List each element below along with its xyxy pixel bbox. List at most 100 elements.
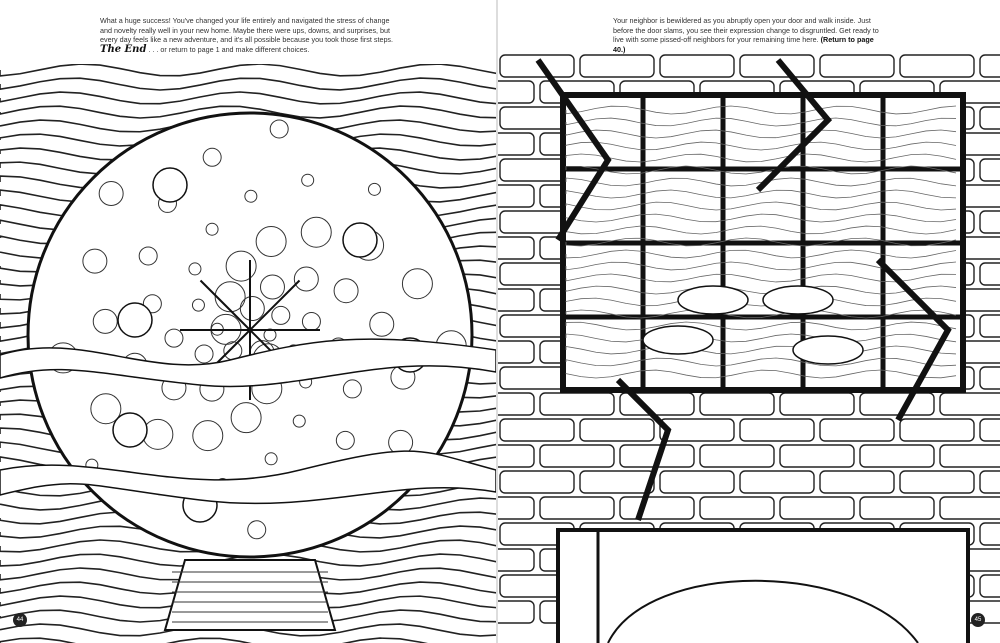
wavy-wallpaper — [565, 237, 957, 247]
brick — [499, 418, 575, 442]
brick — [498, 80, 535, 104]
brick — [498, 548, 535, 572]
brick — [579, 54, 655, 78]
brick — [499, 470, 575, 494]
brick — [979, 470, 1000, 494]
doodle — [214, 281, 246, 313]
doodle — [369, 311, 395, 337]
doodle — [367, 182, 381, 196]
brick — [659, 418, 735, 442]
brick — [699, 496, 775, 520]
ending-text: . . . or return to page 1 and make diffe… — [148, 44, 310, 54]
brick — [979, 106, 1000, 130]
crystal-ball-illustration — [0, 0, 496, 643]
brick — [498, 184, 535, 208]
doodle — [82, 248, 108, 274]
brick — [819, 470, 895, 494]
return-to-page-link[interactable]: (Return to page 40.) — [613, 35, 874, 54]
text-area — [498, 0, 1000, 52]
wavy-wallpaper — [565, 309, 957, 319]
brick — [939, 392, 1000, 416]
smiley-face — [117, 302, 153, 338]
brick — [779, 444, 855, 468]
drum — [762, 285, 834, 315]
brick — [739, 418, 815, 442]
wavy-wallpaper — [565, 357, 957, 367]
drum — [792, 335, 864, 365]
brick — [859, 444, 935, 468]
brick — [498, 392, 535, 416]
brick — [859, 392, 935, 416]
brick — [979, 418, 1000, 442]
doodle — [247, 520, 267, 540]
wavy-wallpaper — [565, 273, 957, 283]
doodle — [188, 262, 202, 276]
wavy-wallpaper — [565, 129, 957, 139]
brick — [539, 392, 615, 416]
doodle — [293, 266, 319, 292]
brick — [939, 444, 1000, 468]
brick — [979, 158, 1000, 182]
text-area — [0, 0, 496, 64]
wavy-wallpaper — [565, 165, 957, 175]
doodle — [194, 344, 214, 364]
brick-wall-window-illustration — [498, 0, 1000, 643]
wavy-wallpaper — [565, 369, 957, 379]
wavy-wallpaper — [565, 249, 957, 259]
wavy-wallpaper — [565, 117, 957, 127]
doodle — [401, 268, 433, 300]
left-body-text: What a huge success! You've changed your… — [100, 16, 400, 54]
lightning-bolt — [755, 58, 833, 193]
brick — [498, 600, 535, 624]
brick — [979, 314, 1000, 338]
doodle — [98, 181, 124, 207]
doodle — [342, 379, 362, 399]
brick — [979, 574, 1000, 598]
doodle — [92, 308, 118, 334]
wavy-wallpaper — [565, 225, 957, 235]
doodle — [301, 173, 315, 187]
doodle — [300, 216, 332, 248]
doodle — [138, 246, 158, 266]
smiley-face — [342, 222, 378, 258]
brick — [498, 132, 535, 156]
right-body-text: Your neighbor is bewildered as you abrup… — [613, 16, 888, 54]
wavy-wallpaper — [565, 189, 957, 199]
wavy-wallpaper — [565, 201, 957, 211]
smoke-wisp — [0, 338, 496, 388]
rainbow-arch — [607, 579, 919, 643]
doodle — [292, 414, 306, 428]
wavy-wallpaper — [565, 213, 957, 223]
brick — [699, 444, 775, 468]
lightning-bolt — [535, 58, 612, 242]
crystal-ball-base — [163, 559, 337, 631]
doodle — [333, 278, 359, 304]
doodle — [205, 222, 219, 236]
brick — [539, 496, 615, 520]
page-number-right: 45 — [971, 613, 985, 627]
wavy-wallpaper — [565, 105, 957, 115]
brick — [979, 522, 1000, 546]
wavy-line — [0, 63, 496, 77]
wavy-wallpaper — [565, 345, 957, 355]
wavy-wallpaper — [565, 297, 957, 307]
doodle — [239, 296, 265, 322]
brick — [498, 444, 535, 468]
brick — [979, 54, 1000, 78]
page-number-left: 44 — [13, 613, 27, 627]
brick — [579, 470, 655, 494]
doodle — [191, 298, 205, 312]
brick — [779, 392, 855, 416]
brick — [499, 54, 575, 78]
wavy-line — [0, 105, 496, 119]
doodle — [142, 294, 162, 314]
wavy-wallpaper — [565, 177, 957, 187]
lightning-bolt — [615, 377, 672, 521]
snowflake-arm — [249, 279, 301, 331]
brick — [819, 418, 895, 442]
brick — [739, 470, 815, 494]
brick — [498, 340, 535, 364]
wavy-line — [0, 637, 429, 643]
doodle — [90, 393, 122, 425]
brick — [498, 236, 535, 260]
